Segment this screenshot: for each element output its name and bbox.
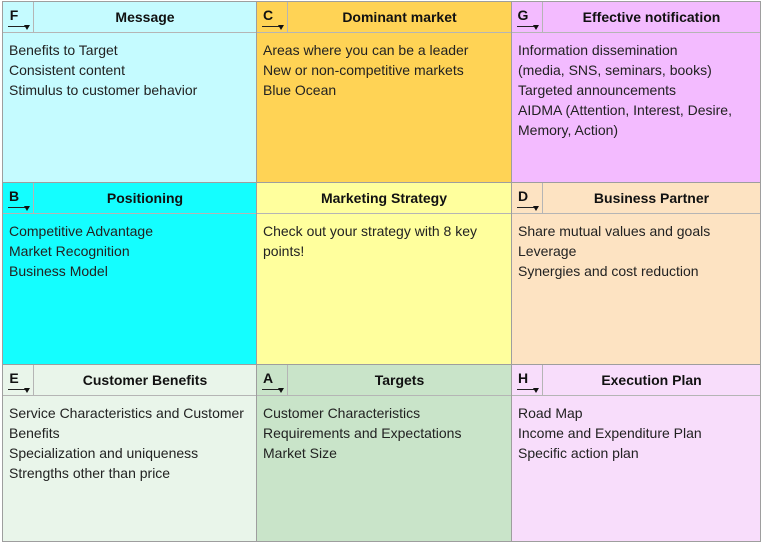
- chevron-down-icon: [533, 205, 539, 211]
- body-line: Memory, Action): [518, 122, 619, 138]
- body-line: Consistent content: [9, 62, 125, 78]
- cell-title: Message: [115, 9, 175, 25]
- letter-label: A: [262, 369, 274, 386]
- cell-body[interactable]: Road Map Income and Expenditure Plan Spe…: [512, 396, 760, 463]
- cell-body[interactable]: Benefits to Target Consistent content St…: [3, 33, 256, 100]
- chevron-down-icon: [24, 205, 30, 211]
- body-line: Targeted announcements: [518, 82, 676, 98]
- body-line: Market Recognition: [9, 243, 130, 259]
- body-line: Blue Ocean: [263, 82, 337, 98]
- letter-dropdown[interactable]: C: [257, 2, 288, 33]
- letter-dropdown[interactable]: A: [257, 365, 288, 396]
- letter-dropdown[interactable]: D: [512, 183, 543, 214]
- cell-header: G Effective notification: [512, 2, 760, 33]
- cell-header: F Message: [3, 2, 256, 33]
- cell-body[interactable]: Share mutual values and goals Leverage S…: [512, 214, 760, 281]
- cell-positioning: B Positioning Competitive Advantage Mark…: [3, 183, 256, 364]
- body-line: New or non-competitive markets: [263, 62, 464, 78]
- body-line: Areas where you can be a leader: [263, 42, 469, 58]
- body-line: Requirements and Expectations: [263, 425, 462, 441]
- chevron-down-icon: [278, 387, 284, 393]
- body-line: Share mutual values and goals: [518, 223, 711, 239]
- chevron-down-icon: [533, 387, 539, 393]
- body-line: Synergies and cost reduction: [518, 263, 699, 279]
- letter-dropdown[interactable]: H: [512, 365, 543, 396]
- cell-message: F Message Benefits to Target Consistent …: [3, 2, 256, 182]
- letter-label: E: [9, 369, 19, 386]
- cell-body[interactable]: Check out your strategy with 8 key point…: [257, 214, 511, 261]
- body-line: Strengths other than price: [9, 465, 171, 481]
- letter-label: D: [517, 187, 529, 204]
- body-line: points!: [263, 243, 305, 259]
- chevron-down-icon: [278, 24, 284, 30]
- body-line: AIDMA (Attention, Interest, Desire,: [518, 102, 732, 118]
- letter-label: C: [262, 6, 274, 23]
- cell-execution-plan: H Execution Plan Road Map Income and Exp…: [512, 365, 760, 541]
- cell-title: Business Partner: [593, 190, 710, 206]
- body-line: Benefits to Target: [9, 42, 118, 58]
- cell-body[interactable]: Competitive Advantage Market Recognition…: [3, 214, 256, 281]
- cell-body[interactable]: Customer Characteristics Requirements an…: [257, 396, 511, 463]
- cell-header: Marketing Strategy: [257, 183, 511, 214]
- body-line: Specific action plan: [518, 445, 639, 461]
- letter-underline: [517, 388, 534, 390]
- body-line: Stimulus to customer behavior: [9, 82, 198, 98]
- cell-body[interactable]: Service Characteristics and Customer Ben…: [3, 396, 256, 483]
- letter-underline: [262, 388, 279, 390]
- chevron-down-icon: [533, 24, 539, 30]
- body-line: Information dissemination: [518, 42, 678, 58]
- body-line: Market Size: [263, 445, 337, 461]
- cell-header: C Dominant market: [257, 2, 511, 33]
- letter-underline: [8, 206, 25, 208]
- body-line: Leverage: [518, 243, 577, 259]
- chevron-down-icon: [24, 387, 30, 393]
- letter-label: H: [517, 369, 529, 386]
- letter-label: G: [517, 6, 529, 23]
- body-line: Benefits: [9, 425, 60, 441]
- cell-body[interactable]: Areas where you can be a leader New or n…: [257, 33, 511, 100]
- letter-dropdown[interactable]: F: [3, 2, 34, 33]
- body-line: (media, SNS, seminars, books): [518, 62, 712, 78]
- cell-dominant-market: C Dominant market Areas where you can be…: [257, 2, 511, 182]
- body-line: Income and Expenditure Plan: [518, 425, 702, 441]
- cell-effective-notification: G Effective notification Information dis…: [512, 2, 760, 182]
- body-line: Check out your strategy with 8 key: [263, 223, 477, 239]
- cell-title: Customer Benefits: [82, 372, 208, 388]
- letter-underline: [262, 25, 279, 27]
- cell-header: H Execution Plan: [512, 365, 760, 396]
- cell-body[interactable]: Information dissemination (media, SNS, s…: [512, 33, 760, 140]
- body-line: Competitive Advantage: [9, 223, 153, 239]
- letter-label: F: [9, 6, 19, 23]
- cell-header: B Positioning: [3, 183, 256, 214]
- letter-underline: [517, 25, 534, 27]
- cell-business-partner: D Business Partner Share mutual values a…: [512, 183, 760, 364]
- cell-customer-benefits: E Customer Benefits Service Characterist…: [3, 365, 256, 541]
- letter-underline: [8, 25, 25, 27]
- chevron-down-icon: [24, 24, 30, 30]
- letter-underline: [8, 388, 25, 390]
- letter-label: B: [8, 187, 20, 204]
- cell-title: Marketing Strategy: [320, 190, 448, 206]
- cell-title: Targets: [374, 372, 425, 388]
- letter-dropdown[interactable]: E: [3, 365, 34, 396]
- body-line: Road Map: [518, 405, 583, 421]
- body-line: Business Model: [9, 263, 108, 279]
- cell-header: D Business Partner: [512, 183, 760, 214]
- cell-header: A Targets: [257, 365, 511, 396]
- body-line: Customer Characteristics: [263, 405, 421, 421]
- cell-title: Positioning: [106, 190, 184, 206]
- cell-marketing-strategy: Marketing Strategy Check out your strate…: [257, 183, 511, 364]
- cell-targets: A Targets Customer Characteristics Requi…: [257, 365, 511, 541]
- letter-dropdown[interactable]: B: [3, 183, 34, 214]
- body-line: Service Characteristics and Customer: [9, 405, 244, 421]
- body-line: Specialization and uniqueness: [9, 445, 199, 461]
- cell-title: Dominant market: [342, 9, 457, 25]
- letter-dropdown[interactable]: G: [512, 2, 543, 33]
- cell-header: E Customer Benefits: [3, 365, 256, 396]
- cell-title: Execution Plan: [601, 372, 702, 388]
- cell-title: Effective notification: [582, 9, 721, 25]
- letter-underline: [517, 206, 534, 208]
